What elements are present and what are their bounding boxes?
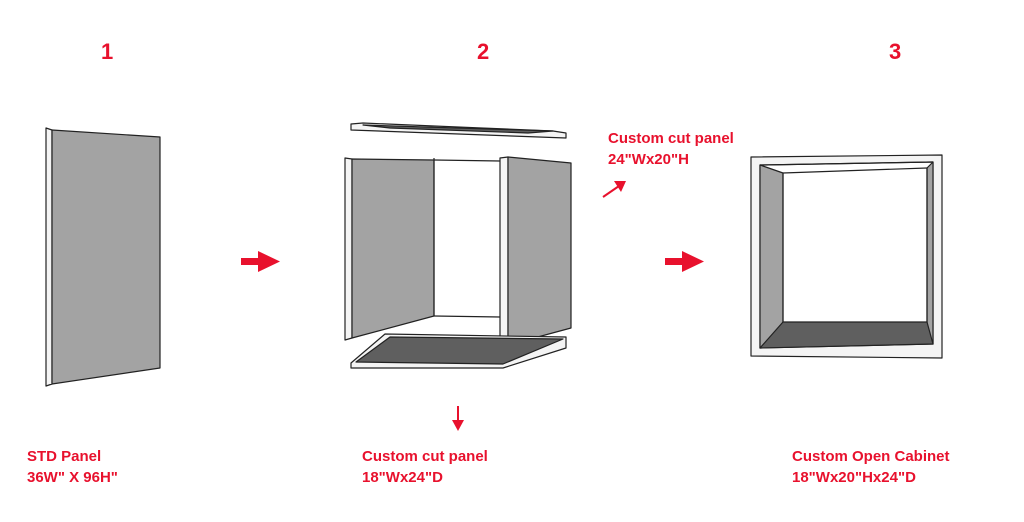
arrow-right-icon — [241, 251, 280, 272]
exploded-cabinet — [344, 122, 572, 369]
caption-custom-cut-panel-bottom: Custom cut panel 18"Wx24"D — [362, 446, 488, 488]
std-panel — [45, 127, 161, 387]
side-note-title: Custom cut panel — [608, 130, 734, 147]
top-panel — [350, 122, 567, 139]
step-number-2: 2 — [477, 39, 490, 64]
bottom-panel — [350, 333, 567, 369]
caption-std-panel-title: STD Panel — [27, 448, 102, 465]
arrow-diagonal-icon — [602, 181, 626, 198]
step-number-1: 1 — [101, 39, 114, 64]
right-side-panel — [499, 156, 572, 347]
side-note-size: 24"Wx20"H — [608, 151, 689, 168]
arrow-down-icon — [452, 406, 464, 431]
caption-open-cabinet: Custom Open Cabinet 18"Wx20"Hx24"D — [792, 446, 950, 488]
left-side-panel — [344, 157, 435, 341]
caption-open-cabinet-title: Custom Open Cabinet — [792, 448, 950, 465]
caption-std-panel-size: 36W" X 96H" — [27, 469, 118, 486]
step-number-3: 3 — [889, 39, 902, 64]
arrow-right-icon — [665, 251, 704, 272]
open-cabinet — [750, 154, 943, 359]
caption-open-cabinet-size: 18"Wx20"Hx24"D — [792, 469, 916, 486]
caption-custom-cut-panel-side: Custom cut panel 24"Wx20"H — [608, 128, 734, 170]
caption-custom-cut-panel-title: Custom cut panel — [362, 448, 488, 465]
caption-custom-cut-panel-size: 18"Wx24"D — [362, 469, 443, 486]
caption-std-panel: STD Panel 36W" X 96H" — [27, 446, 118, 488]
